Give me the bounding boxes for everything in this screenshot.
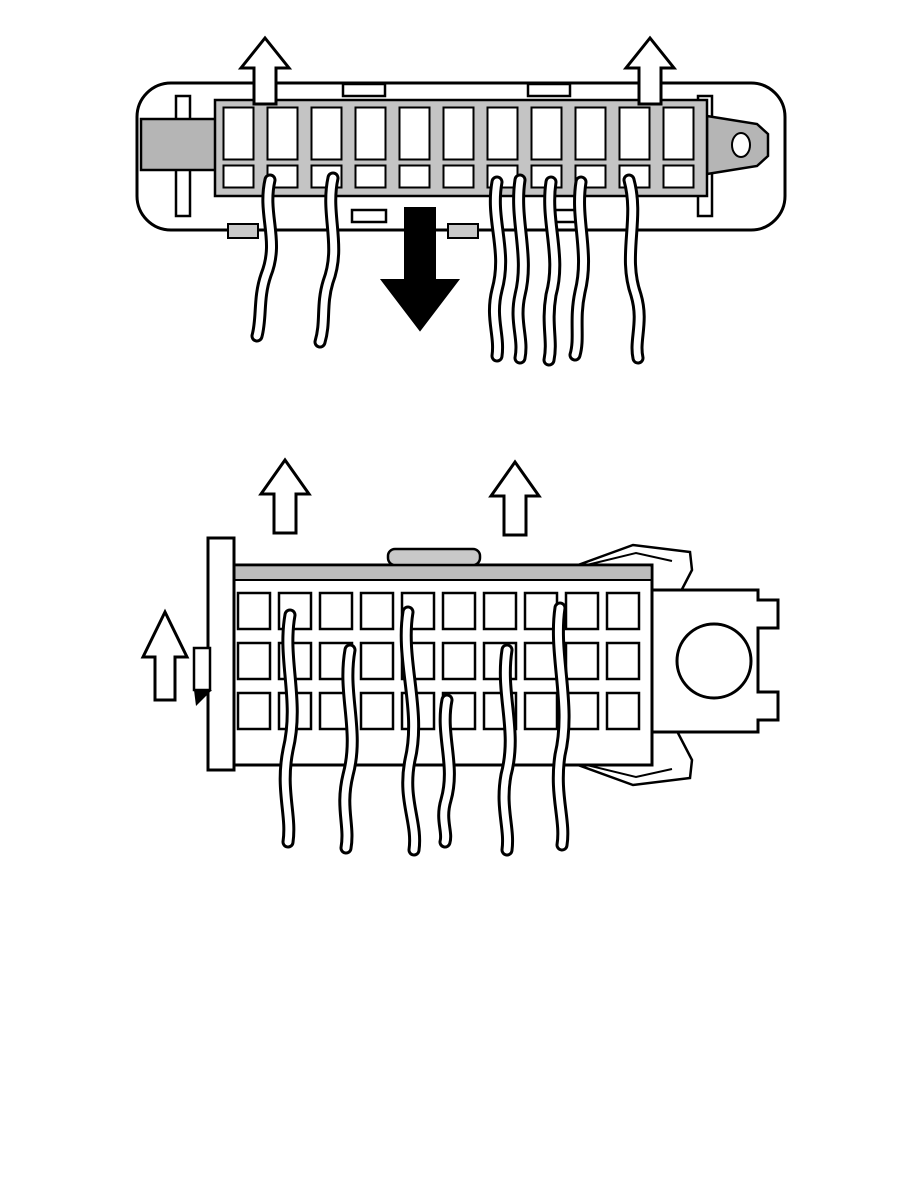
terminal-slot-row-top bbox=[222, 106, 706, 161]
body-top-strip bbox=[234, 567, 650, 579]
left-flange bbox=[206, 536, 236, 772]
barrel-hole bbox=[675, 622, 753, 700]
bottom-tab-1 bbox=[227, 223, 259, 239]
up-arrow-icon bbox=[488, 459, 542, 537]
left-step-pointer bbox=[194, 690, 212, 706]
top-tab-left bbox=[341, 82, 387, 98]
up-arrow-icon bbox=[237, 35, 293, 106]
upper-connector-diagram bbox=[135, 35, 787, 360]
bottom-tab-3 bbox=[447, 223, 479, 239]
down-arrow-icon bbox=[379, 207, 461, 332]
left-step bbox=[192, 646, 212, 692]
top-tab-right bbox=[526, 82, 572, 98]
up-arrow-icon bbox=[622, 35, 678, 106]
right-end-hole bbox=[731, 132, 751, 158]
lock-tab bbox=[386, 547, 482, 567]
up-arrow-icon bbox=[140, 608, 190, 702]
lower-connector-diagram bbox=[140, 457, 780, 850]
left-rail bbox=[139, 117, 220, 172]
up-arrow-icon bbox=[258, 457, 312, 535]
bottom-tab-2 bbox=[350, 208, 388, 224]
